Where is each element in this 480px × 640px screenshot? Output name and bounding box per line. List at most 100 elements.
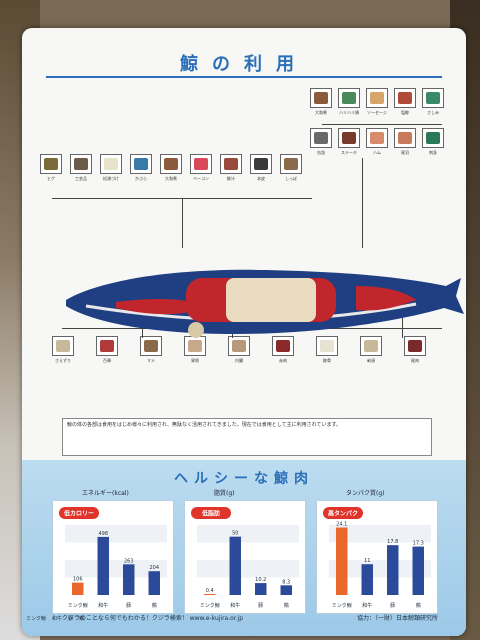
tick-label: 鶏: [416, 602, 421, 609]
product-swatch: [284, 158, 298, 170]
product-node-left-0: [40, 154, 62, 174]
product-node-bottom-6: [316, 336, 338, 356]
data-label: 50: [232, 531, 238, 537]
bar-ミンク鯨: [336, 527, 348, 595]
product-swatch: [314, 132, 328, 144]
product-node-top-0: [310, 88, 332, 108]
product-label: かぶら: [135, 176, 147, 181]
product-node-left-1: [70, 154, 92, 174]
tick-label: 和牛: [362, 602, 372, 609]
bar-鶏: [280, 585, 292, 595]
product-swatch: [104, 158, 118, 170]
product-label: 赤肉: [279, 358, 287, 363]
product-swatch: [100, 340, 114, 352]
product-node-left-5: [190, 154, 212, 174]
tick-label: 豚: [126, 603, 131, 609]
data-label: 0.4: [206, 588, 214, 594]
tick-label: 和牛: [98, 602, 108, 609]
product-label: さえずり: [55, 358, 71, 363]
product-swatch: [164, 158, 178, 170]
usage-note: 鯨の体の各部は食用をはじめ様々に利用され、無駄なく活用されてきました。現在では食…: [62, 418, 432, 456]
chart-badge: 低カロリー: [63, 510, 94, 518]
bar-ミンク鯨: [204, 594, 216, 595]
tick-label: 豚: [390, 603, 395, 609]
product-label: 大和煮: [165, 176, 177, 181]
product-node-bottom-0: [52, 336, 74, 356]
product-node-bottom-5: [272, 336, 294, 356]
product-label: ステーキ: [341, 150, 357, 155]
product-node-top-3: [394, 88, 416, 108]
product-swatch: [398, 92, 412, 104]
data-label: 24.1: [336, 522, 347, 528]
product-swatch: [134, 158, 148, 170]
badge-bg: [323, 507, 363, 519]
footer-url[interactable]: クジラのことなら何でもわかる！クジラ検索！ www.e-kujira.or.jp: [62, 615, 244, 622]
whale-illustration: [66, 269, 464, 338]
data-label: 106: [73, 577, 83, 583]
product-label: ソーセージ: [367, 110, 387, 115]
connector-line: [322, 124, 442, 125]
whale-poster: 鯨の利用 大和煮ハリハリ鍋ソーセージ塩鯨さしみ缶詰ステーキハム尾羽刺身ヒゲ工芸品…: [22, 28, 466, 636]
product-label: 鯨汁: [227, 176, 235, 181]
product-label: 尾羽: [401, 150, 409, 155]
title-rule: [46, 76, 442, 78]
data-label: 10.2: [255, 577, 266, 583]
product-swatch: [276, 340, 290, 352]
product-label: 塩鯨: [401, 110, 409, 115]
legend-minke: ミンク鯨: [26, 615, 47, 622]
bar-豚: [255, 583, 267, 595]
product-node-top-1: [338, 88, 360, 108]
product-swatch: [370, 132, 384, 144]
data-label: 8.3: [282, 579, 290, 585]
product-label: 畝須: [367, 358, 375, 363]
bar-鶏: [412, 546, 424, 595]
product-swatch: [426, 92, 440, 104]
product-label: 尾肉: [411, 358, 419, 363]
product-swatch: [408, 340, 422, 352]
product-swatch: [188, 340, 202, 352]
product-label: 鯨骨: [323, 358, 331, 363]
product-label: 刺身: [429, 150, 437, 155]
bar-豚: [123, 564, 135, 595]
product-swatch: [144, 340, 158, 352]
legend-chicken: 鶏: [79, 615, 85, 622]
tick-label: 鶏: [152, 602, 157, 609]
data-label: 17.3: [413, 541, 424, 547]
grid-band: [197, 577, 299, 595]
grid-band: [65, 560, 167, 578]
bar-ミンク鯨: [72, 582, 84, 595]
product-swatch: [224, 158, 238, 170]
product-node-left-4: [160, 154, 182, 174]
healthy-title: ヘルシーな鯨肉: [174, 471, 314, 487]
grid-band: [329, 525, 431, 543]
product-label: 百尋: [103, 358, 111, 363]
product-label: 松浦づけ: [103, 176, 119, 181]
product-node-left-2: [100, 154, 122, 174]
product-swatch: [56, 340, 70, 352]
grid-band: [197, 525, 299, 543]
product-label: 本皮: [257, 176, 265, 181]
bar-和牛: [97, 536, 109, 595]
product-node-mid-0: [310, 128, 332, 148]
product-node-top-4: [422, 88, 444, 108]
grid-band: [329, 560, 431, 578]
connector-line: [402, 318, 403, 338]
grid-band: [197, 560, 299, 578]
grid-band: [65, 577, 167, 595]
product-swatch: [320, 340, 334, 352]
product-label: 胃袋: [191, 358, 199, 363]
product-node-bottom-4: [228, 336, 250, 356]
product-label: 缶詰: [317, 150, 325, 155]
product-node-left-8: [280, 154, 302, 174]
chart-badge: 高タンパク: [328, 510, 358, 518]
product-swatch: [426, 132, 440, 144]
product-swatch: [194, 158, 208, 170]
data-label: 17.8: [387, 539, 398, 545]
product-label: ハム: [373, 150, 381, 155]
product-node-left-3: [130, 154, 152, 174]
product-node-mid-1: [338, 128, 360, 148]
data-label: 498: [98, 531, 108, 537]
